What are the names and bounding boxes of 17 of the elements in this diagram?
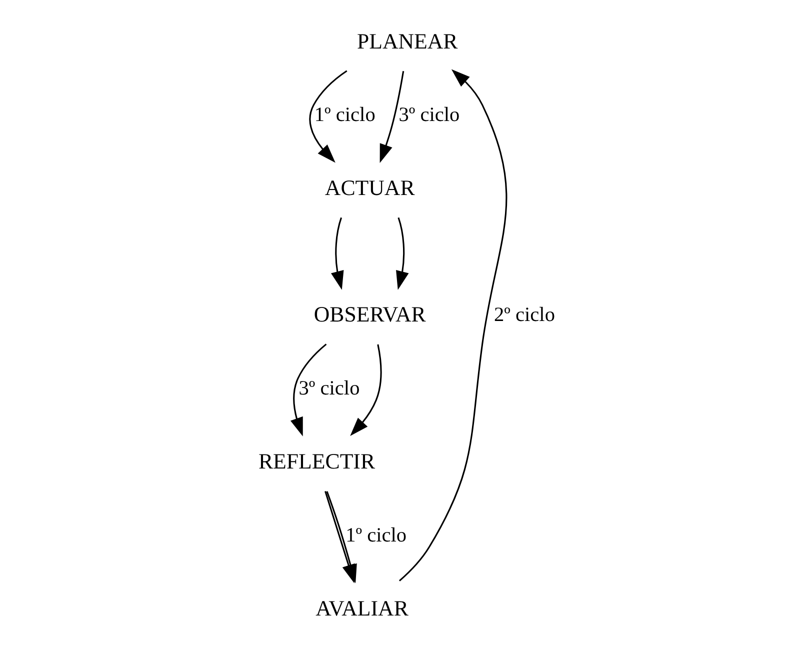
edge-label: 3º ciclo xyxy=(398,104,460,126)
edge-label: 2º ciclo xyxy=(494,304,554,326)
arrow xyxy=(350,344,382,436)
node-text: REFLECTIR xyxy=(258,449,375,474)
node-text: ACTUAR xyxy=(324,176,414,200)
arrow xyxy=(379,71,404,163)
edge-label: 3º ciclo xyxy=(298,378,360,400)
arrow xyxy=(398,69,507,582)
arrow xyxy=(308,70,347,163)
node-text: PLANEAR xyxy=(356,29,458,54)
node-text: AVALIAR xyxy=(315,596,408,620)
edge-label: 1º ciclo xyxy=(314,104,375,126)
node-text: OBSERVAR xyxy=(313,302,426,327)
edge-label: 1º ciclo xyxy=(345,524,406,546)
arrow xyxy=(290,344,326,436)
arrow xyxy=(396,217,408,290)
arrow xyxy=(330,217,344,290)
